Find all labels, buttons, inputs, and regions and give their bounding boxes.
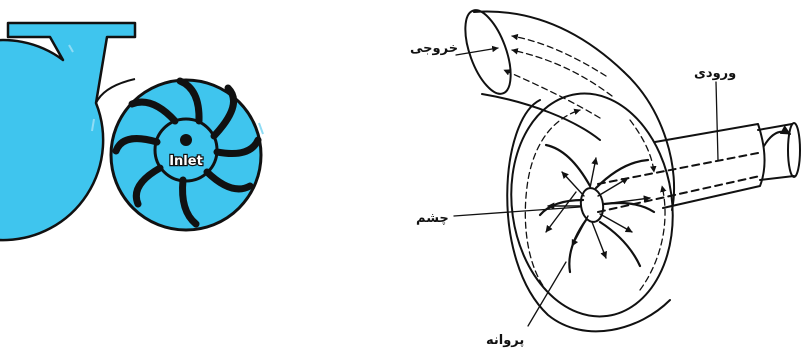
inlet-label-fa: ورودی — [694, 66, 736, 81]
impeller-label: پروانه — [486, 333, 524, 348]
outlet-pipe-top — [474, 12, 624, 72]
eye-hub — [579, 187, 606, 224]
flow-mark — [259, 123, 263, 134]
rotation-arrow — [764, 132, 790, 146]
eye-label: چشم — [416, 211, 449, 226]
shaft-end — [788, 123, 800, 177]
volute-pump-cross-section: Inlet — [0, 23, 263, 240]
leader-impeller — [528, 262, 566, 326]
leader-outlet — [456, 48, 498, 55]
outlet-pipe-bottom — [482, 94, 600, 140]
volute-flow-arrows — [504, 36, 665, 300]
casing-back — [507, 100, 670, 331]
impeller-hub — [180, 134, 192, 146]
casing-top-edge — [624, 72, 674, 210]
pump-3d-sketch — [454, 4, 800, 331]
outlet-opening — [456, 4, 520, 99]
leader-inlet — [716, 82, 718, 160]
inlet-label: Inlet — [169, 154, 203, 169]
outlet-label: خروجی — [410, 41, 458, 56]
volute-tongue — [96, 79, 135, 103]
